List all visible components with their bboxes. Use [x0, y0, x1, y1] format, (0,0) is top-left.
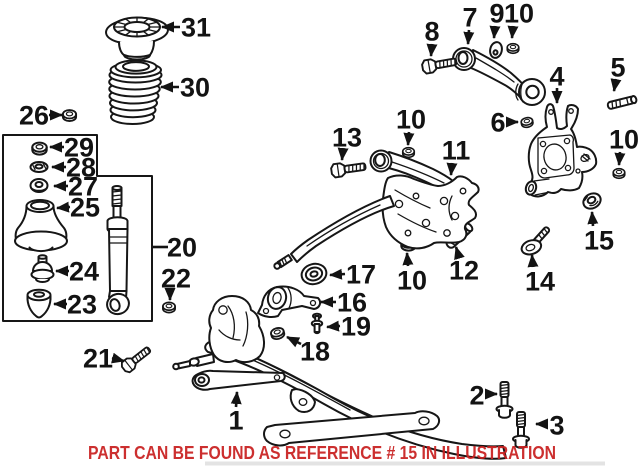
- callout-4-label: 4: [549, 62, 564, 92]
- part-24-ball-seat: [30, 254, 55, 283]
- callout-3-label: 3: [549, 411, 564, 441]
- callout-30-label: 30: [180, 73, 210, 103]
- caption-text: PART CAN BE FOUND AS REFERENCE # 15 IN I…: [88, 442, 556, 463]
- bottom-crop-artifact: [205, 461, 605, 466]
- parts-group-box: [2, 134, 153, 322]
- part-6-nut: [519, 115, 535, 129]
- part-31-strut-mount: [105, 16, 169, 61]
- callout-7-arrow: [463, 29, 475, 45]
- callout-15-arrow: [587, 211, 599, 227]
- callout-6-label: 6: [490, 108, 505, 138]
- callout-20-label: 20: [167, 233, 197, 263]
- callout-13-arrow: [337, 147, 349, 161]
- callout-13-label: 13: [332, 123, 362, 153]
- part-22-nut: [162, 301, 176, 314]
- callout-28-label: 28: [66, 153, 96, 183]
- callout-18-arrow: [286, 335, 302, 348]
- callout-1-label: 1: [228, 406, 243, 436]
- part-1-subframe: [172, 295, 507, 460]
- part-10-nut-c: [612, 167, 626, 180]
- callout-19-label: 19: [341, 312, 371, 342]
- part-28-washer: [29, 161, 49, 173]
- part-19-pin: [310, 312, 324, 335]
- callout-10-arrow: [614, 151, 626, 166]
- part-7-upper-control-arm: [452, 47, 546, 106]
- callout-1-arrow: [230, 391, 242, 408]
- callout-21-label: 21: [83, 344, 113, 374]
- callout-21-arrow: [111, 352, 125, 364]
- callout-24-label: 24: [69, 257, 99, 287]
- callout-18-label: 18: [300, 337, 330, 367]
- part-25-bump-stop: [14, 199, 68, 253]
- part-14-ball-joint: [520, 226, 551, 256]
- callout-17-arrow: [329, 268, 346, 280]
- callout-11-arrow: [446, 162, 458, 176]
- part-2-bolt: [495, 381, 514, 419]
- part-23-bushing: [26, 288, 52, 319]
- callout-10-label: 10: [396, 105, 426, 135]
- callout-10-arrow: [402, 252, 414, 267]
- callout-11-label: 11: [442, 136, 471, 166]
- callout-31-label: 31: [181, 13, 211, 43]
- callout-14-arrow: [527, 254, 539, 268]
- callout-29-label: 29: [64, 133, 94, 163]
- part-5-bolt: [606, 95, 638, 110]
- part-27-bushing: [29, 178, 49, 193]
- callout-16-label: 16: [337, 288, 367, 318]
- callout-12-label: 12: [449, 256, 479, 286]
- part-9-washer: [489, 41, 503, 59]
- callout-10-arrow: [507, 25, 519, 39]
- callout-27-label: 27: [68, 172, 98, 202]
- callout-25-arrow: [56, 201, 71, 213]
- callout-2-label: 2: [469, 381, 484, 411]
- callout-9-label: 9: [489, 0, 504, 29]
- callout-17-label: 17: [346, 260, 376, 290]
- callout-10-label: 10: [609, 125, 639, 155]
- part-8-bolt: [420, 54, 459, 75]
- callout-25-label: 25: [70, 193, 100, 223]
- callout-9-arrow: [489, 25, 501, 39]
- part-30-dust-boot: [108, 59, 163, 125]
- callout-10-label: 10: [397, 266, 427, 296]
- callout-10-label: 10: [504, 0, 534, 29]
- callout-23-label: 23: [67, 290, 97, 320]
- part-15-grommet: [582, 192, 602, 210]
- callout-7-label: 7: [462, 3, 477, 33]
- callout-8-arrow: [426, 43, 438, 57]
- part-10-nut-b: [401, 146, 416, 159]
- part-10-nut-a: [506, 42, 520, 55]
- callout-12-arrow: [454, 246, 465, 261]
- callout-10-arrow: [403, 131, 415, 146]
- callout-26-label: 26: [19, 101, 49, 131]
- callout-5-arrow: [610, 78, 622, 92]
- callout-5-label: 5: [610, 53, 625, 83]
- part-13-bolt: [329, 158, 368, 179]
- part-11-trailing-arm: [273, 149, 480, 270]
- part-4-knuckle: [524, 103, 598, 198]
- callout-22-label: 22: [161, 264, 191, 294]
- part-17-bushing: [300, 262, 328, 286]
- callout-15-label: 15: [584, 226, 614, 256]
- part-20-shock-absorber: [106, 185, 130, 316]
- callout-8-label: 8: [424, 17, 439, 47]
- part-18-nut: [269, 325, 287, 342]
- part-21-bolt: [118, 343, 154, 375]
- part-29-nut: [31, 141, 48, 156]
- part-26-nut: [61, 109, 78, 122]
- callout-19-arrow: [326, 320, 341, 332]
- part-16-mount-bracket: [257, 285, 322, 318]
- callout-14-label: 14: [525, 267, 555, 297]
